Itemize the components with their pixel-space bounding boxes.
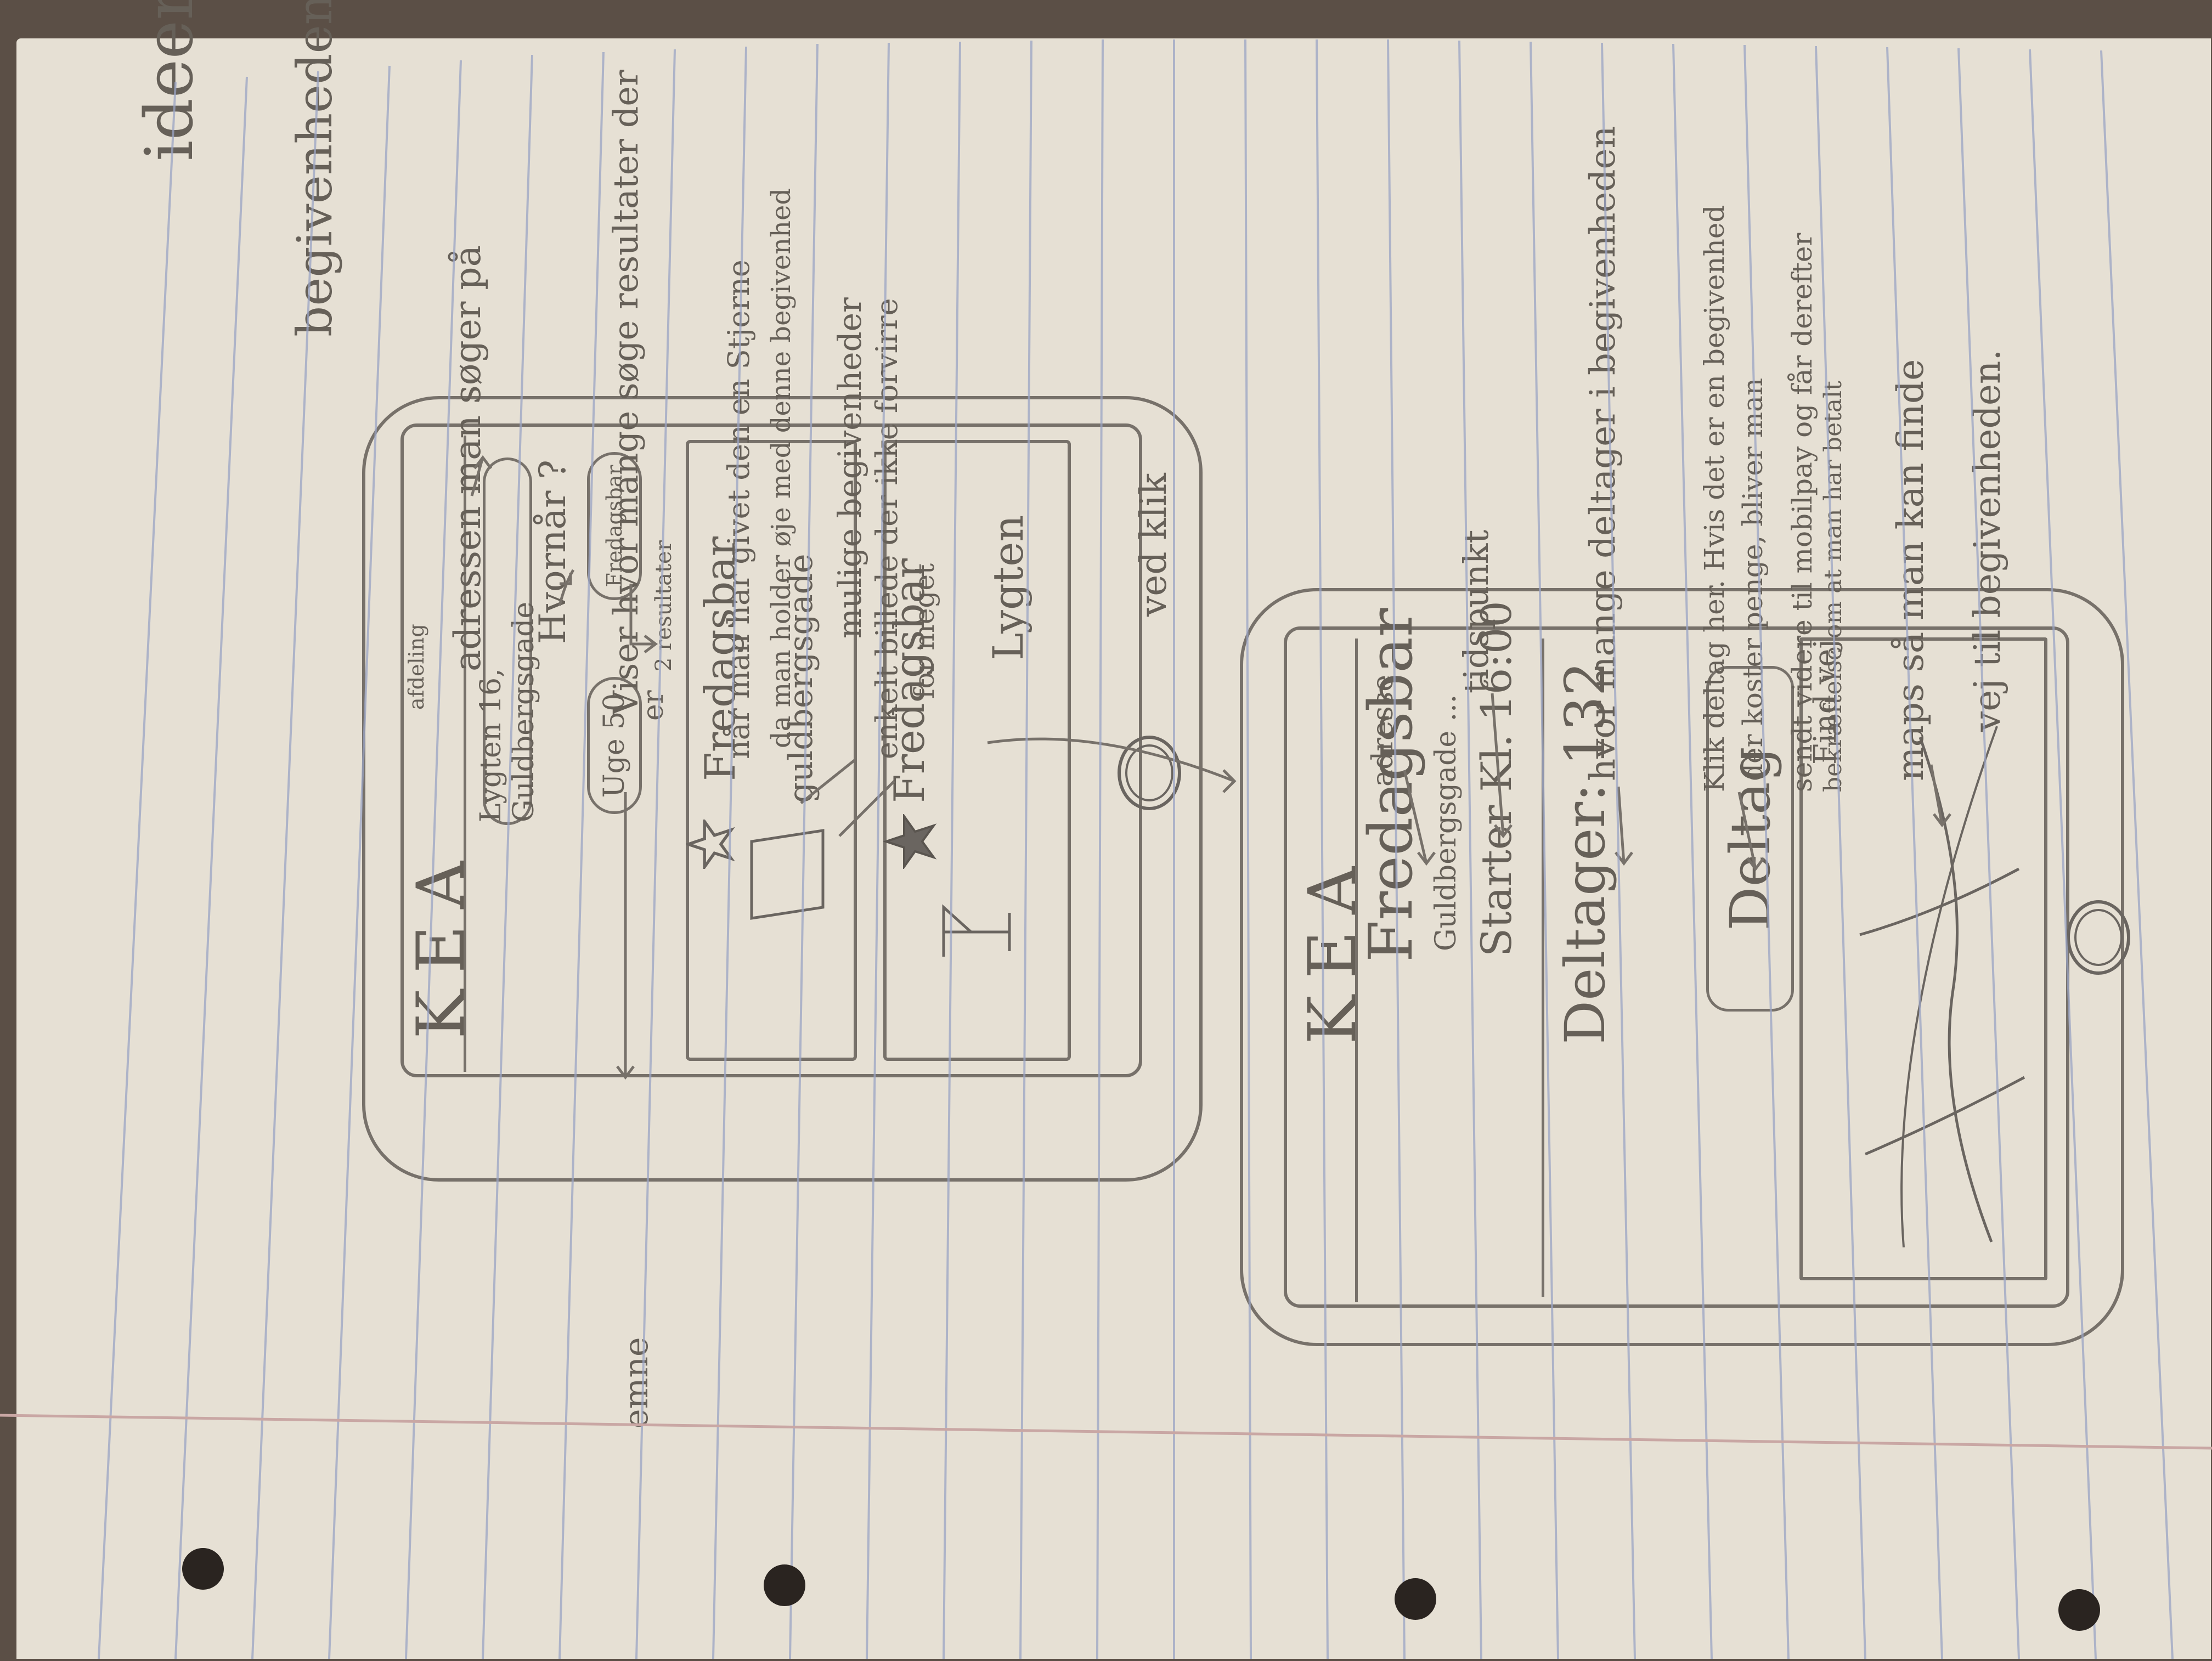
home-button-icon[interactable]	[1114, 732, 1187, 814]
star-filled-icon[interactable]	[882, 812, 940, 871]
